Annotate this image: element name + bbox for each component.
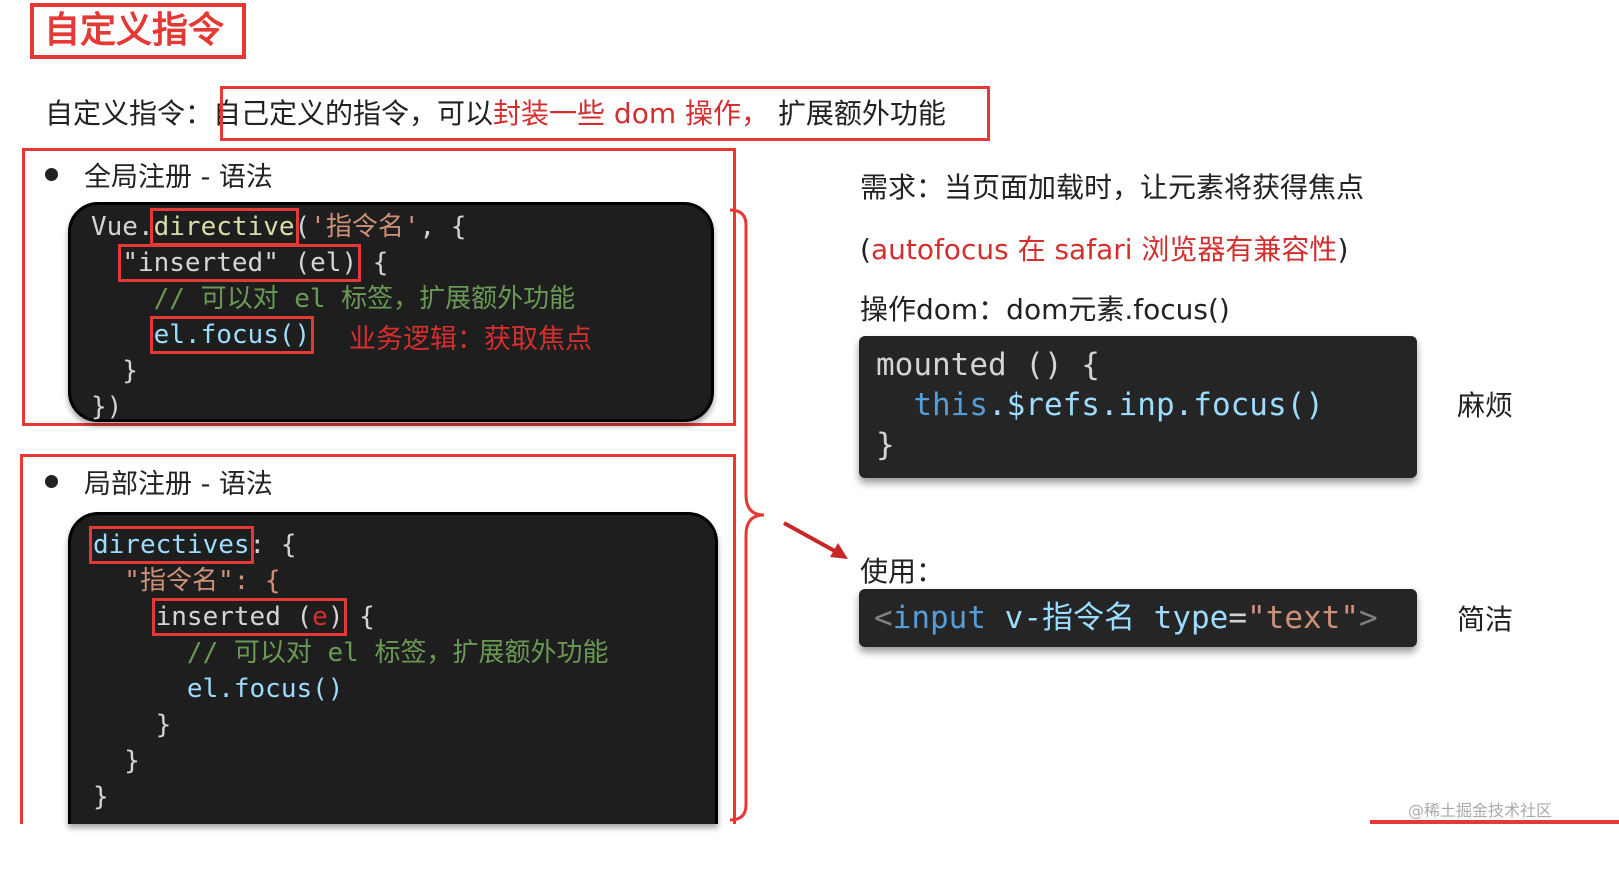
code-line: mounted () { xyxy=(876,347,1100,383)
code-comment: // 可以对 el 标签，扩展额外功能 xyxy=(93,638,609,668)
code-line: this.$refs.inp.focus() xyxy=(913,387,1324,423)
definition-part1: 自己定义的指令，可以 xyxy=(213,97,494,130)
el-focus-call: el.focus() xyxy=(149,316,315,354)
inserted-hook: "inserted" (el) xyxy=(118,244,362,282)
code-line: } xyxy=(876,427,895,463)
local-heading-text: 局部注册 - 语法 xyxy=(84,469,273,500)
local-code-lines: directives: { "指令名": { inserted (e) { //… xyxy=(89,526,703,823)
usage-tag: 简洁 xyxy=(1457,603,1514,636)
dom-operation-line: 操作dom：dom元素.focus() xyxy=(860,293,1230,326)
global-code-lines: Vue.directive('指令名', { "inserted" (el) {… xyxy=(91,208,701,422)
local-section-heading: 局部注册 - 语法 xyxy=(45,462,273,501)
code-line: } xyxy=(93,782,109,812)
global-heading-text: 全局注册 - 语法 xyxy=(84,162,273,193)
compat-note: (autofocus 在 safari 浏览器有兼容性) xyxy=(860,233,1349,266)
code-line: } xyxy=(93,710,172,740)
usage-label: 使用： xyxy=(860,555,945,588)
definition-part3: 扩展额外功能 xyxy=(769,97,946,130)
usage-code-block: <input v-指令名 type="text"> xyxy=(859,589,1417,647)
page-title: 自定义指令 xyxy=(30,3,246,59)
code-line: inserted (e) { xyxy=(151,598,375,636)
global-code-block: Vue.directive('指令名', { "inserted" (el) {… xyxy=(68,202,714,422)
local-section-box xyxy=(20,454,736,824)
code-line: }) xyxy=(91,392,123,422)
code-line: el.focus() xyxy=(91,316,315,354)
code-comment: // 可以对 el 标签，扩展额外功能 xyxy=(91,284,576,314)
local-code-block: directives: { "指令名": { inserted (e) { //… xyxy=(68,512,718,824)
business-logic-annotation: 业务逻辑：获取焦点 xyxy=(349,324,592,355)
brace-and-arrow xyxy=(729,208,848,822)
global-section-box xyxy=(22,148,736,426)
directive-keyword: directive xyxy=(149,208,299,246)
mounted-label: 麻烦 xyxy=(1457,389,1514,422)
code-line: <input v-指令名 type="text"> xyxy=(874,600,1378,636)
bullet-icon xyxy=(45,475,58,488)
code-line: "指令名": { xyxy=(93,566,281,596)
mounted-code-block: mounted () { this.$refs.inp.focus() } xyxy=(859,336,1417,478)
arrow-head-icon xyxy=(830,543,848,559)
inserted-hook-local: inserted (e) xyxy=(151,598,348,636)
code-line: } xyxy=(93,746,140,776)
requirement-line: 需求：当页面加载时，让元素将获得焦点 xyxy=(860,171,1365,204)
watermark: @稀土掘金技术社区 xyxy=(1408,801,1553,820)
definition-part2: 封装一些 dom 操作， xyxy=(493,97,770,130)
code-line: el.focus() xyxy=(93,674,344,704)
definition-prefix: 自定义指令： xyxy=(45,97,214,130)
definition-line: 自定义指令：自己定义的指令，可以封装一些 dom 操作， 扩展额外功能 xyxy=(45,92,946,132)
global-section-heading: 全局注册 - 语法 xyxy=(45,155,273,194)
code-line: directives: { xyxy=(89,526,297,564)
arrow-icon xyxy=(783,521,843,557)
code-line: Vue.directive('指令名', { xyxy=(91,208,467,246)
bullet-icon xyxy=(45,168,58,181)
code-line: } xyxy=(91,356,138,386)
directives-keyword: directives xyxy=(89,526,254,564)
bottom-accent-line xyxy=(1370,820,1619,824)
curly-brace-icon xyxy=(729,208,765,822)
definition-highlight-box xyxy=(220,86,990,141)
code-line: "inserted" (el) { xyxy=(118,244,389,282)
